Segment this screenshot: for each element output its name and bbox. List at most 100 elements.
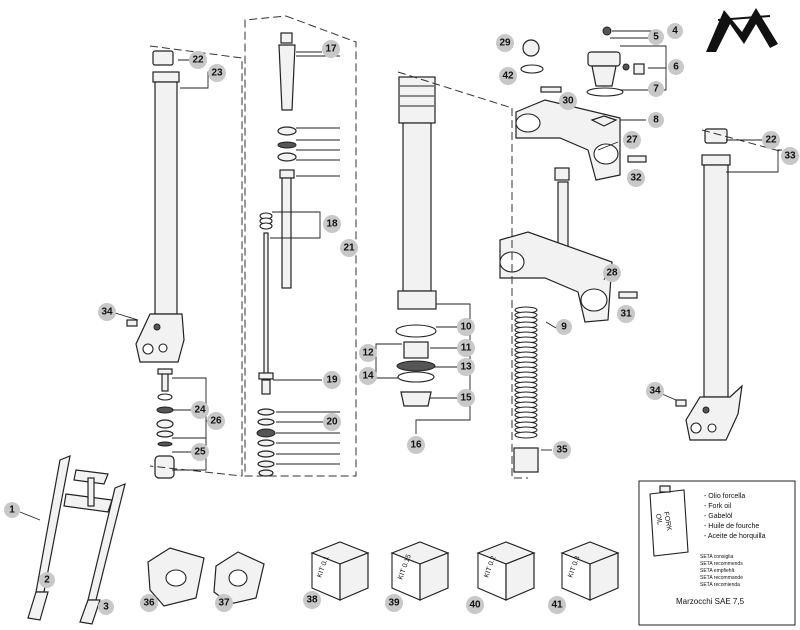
callout-bubble	[323, 215, 341, 233]
callout-number: 23	[211, 68, 223, 79]
callout-11: 11	[457, 339, 475, 357]
callout-bubble	[359, 367, 377, 385]
callout-bubbles: 4567891011121314151617181920212222232425…	[4, 23, 799, 615]
callout-number: 2	[44, 575, 50, 586]
callout-32: 32	[627, 169, 645, 187]
callout-35: 35	[553, 441, 571, 459]
callout-bubble	[215, 594, 233, 612]
callout-bubble	[98, 599, 114, 615]
callout-number: 34	[101, 307, 113, 318]
oil-small-2: SETA recommends	[700, 561, 743, 567]
callout-19: 19	[323, 371, 341, 389]
callout-bubble	[207, 412, 225, 430]
kit-box-40: KIT 0.2	[476, 541, 536, 601]
callout-number: 22	[192, 55, 204, 66]
callout-number: 36	[143, 598, 155, 609]
callout-23: 23	[208, 64, 226, 82]
callout-bubble	[385, 594, 403, 612]
oil-lang-2: - Fork oil	[704, 503, 732, 510]
callout-bubble	[668, 59, 684, 75]
callout-number: 13	[460, 362, 472, 373]
fork-guard-left	[147, 547, 205, 607]
callout-42: 42	[499, 67, 517, 85]
callout-bubble	[466, 596, 484, 614]
callout-number: 28	[606, 268, 618, 279]
callout-bubble	[39, 572, 55, 588]
kit-box-38: KIT 0.1	[310, 541, 370, 601]
callout-bubble	[191, 443, 209, 461]
callout-bubble	[548, 596, 566, 614]
callout-bubble	[303, 591, 321, 609]
callout-17: 17	[322, 40, 340, 58]
callout-number: 26	[210, 416, 222, 427]
callout-5: 5	[648, 29, 664, 45]
callout-21: 21	[340, 239, 358, 257]
callout-14: 14	[359, 367, 377, 385]
callout-number: 27	[626, 135, 638, 146]
callout-20: 20	[323, 413, 341, 431]
damper-rod	[256, 32, 297, 477]
callout-number: 33	[784, 151, 796, 162]
callout-number: 25	[194, 447, 206, 458]
callout-bubble	[499, 67, 517, 85]
callout-number: 16	[410, 440, 422, 451]
callout-bubble	[457, 339, 475, 357]
fork-oil-info-box: FORK OIL - Olio forcella - Fork oil - Ga…	[638, 480, 796, 626]
seal-parts	[395, 324, 437, 407]
leader-lines	[19, 30, 782, 579]
left-fork-tube	[126, 50, 185, 363]
callout-bubble	[556, 319, 572, 335]
oil-lang-1: - Olio forcella	[704, 493, 745, 500]
callout-bubble	[340, 239, 358, 257]
oil-product-name: Marzocchi SAE 7,5	[676, 597, 745, 606]
callout-number: 12	[362, 348, 374, 359]
callout-number: 20	[326, 417, 338, 428]
oil-small-3: SETA empfiehlt	[700, 568, 735, 574]
callout-number: 11	[461, 343, 472, 354]
kit-box-39: KIT 0.15	[390, 541, 450, 601]
right-fork-tube	[675, 128, 743, 441]
callout-bubble	[457, 358, 475, 376]
callout-bubble	[648, 29, 664, 45]
left-bottom-parts	[154, 368, 175, 479]
callout-bubble	[781, 147, 799, 165]
callout-22b: 22	[762, 131, 780, 149]
oil-lang-4: - Huile de fourche	[704, 523, 759, 530]
callout-number: 19	[326, 375, 338, 386]
callout-number: 42	[502, 71, 514, 82]
callout-number: 4	[672, 26, 678, 37]
callout-28: 28	[603, 264, 621, 282]
callout-27: 27	[623, 131, 641, 149]
callout-number: 17	[325, 44, 337, 55]
outer-slider-tube	[397, 76, 437, 310]
callout-number: 24	[194, 405, 206, 416]
callout-34b: 34	[646, 382, 664, 400]
callout-6: 6	[668, 59, 684, 75]
callout-15: 15	[457, 389, 475, 407]
callout-number: 38	[306, 595, 318, 606]
callout-bubble	[98, 303, 116, 321]
complete-fork-leg-assembly	[27, 455, 126, 625]
callout-24: 24	[191, 401, 209, 419]
callout-bubble	[627, 169, 645, 187]
oil-small-5: SETA recomienda	[700, 582, 740, 588]
callout-number: 3	[103, 602, 109, 613]
callout-36: 36	[140, 594, 158, 612]
callout-bubble	[140, 594, 158, 612]
oil-small-4: SETA recommande	[700, 575, 743, 581]
callout-22a: 22	[189, 51, 207, 69]
callout-bubble	[648, 112, 664, 128]
callout-25: 25	[191, 443, 209, 461]
callout-bubble	[189, 51, 207, 69]
callout-39: 39	[385, 594, 403, 612]
callout-bubble	[323, 413, 341, 431]
callout-41: 41	[548, 596, 566, 614]
callout-bubble	[457, 318, 475, 336]
spring-spacer	[513, 447, 539, 473]
callout-bubble	[4, 502, 20, 518]
callout-number: 5	[653, 32, 659, 43]
callout-13: 13	[457, 358, 475, 376]
upper-triple-clamp	[515, 99, 621, 181]
